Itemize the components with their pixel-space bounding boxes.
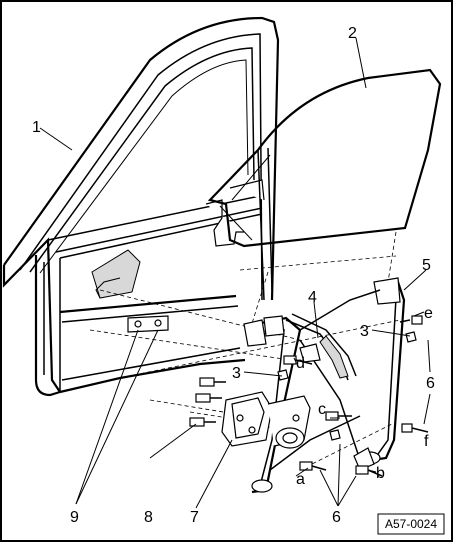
callout-1: 1 [32,119,41,136]
callout-a: a [296,471,305,488]
reference-code-box: A57-0024 [377,513,445,535]
callout-6-right: 6 [426,375,435,392]
callout-4: 4 [308,289,317,306]
screw-e [399,315,423,325]
motor-assembly [221,391,311,449]
nut-3-rear [329,429,341,441]
callout-labels: 1 2 5 4 3 e 6 3 d c f a b 6 9 8 7 [32,25,435,526]
nut-3-upper [405,331,417,343]
fasteners [189,315,429,477]
screw-8a [199,377,226,387]
door-frame [2,16,280,397]
callout-2: 2 [348,25,357,42]
callout-6-bottom: 6 [332,509,341,526]
callout-f: f [424,433,429,450]
window-regulator [243,277,406,494]
callout-e: e [424,305,433,322]
callout-8: 8 [144,509,153,526]
screw-8c [189,417,216,427]
callout-3-upper: 3 [360,323,369,340]
screw-8b [195,393,222,403]
callout-7: 7 [190,509,199,526]
screw-a [299,461,327,471]
reference-code: A57-0024 [385,517,437,531]
screw-f [401,423,429,433]
callout-d: d [296,355,305,372]
callout-3-lower: 3 [232,365,241,382]
callout-9: 9 [70,509,79,526]
callout-c: c [318,401,326,418]
leader-lines [39,37,431,509]
screw-c [325,411,352,421]
callout-5: 5 [422,257,431,274]
window-glass [207,68,442,301]
nut-3-front [277,369,289,381]
screw-d [283,355,313,365]
callout-b: b [376,465,385,482]
